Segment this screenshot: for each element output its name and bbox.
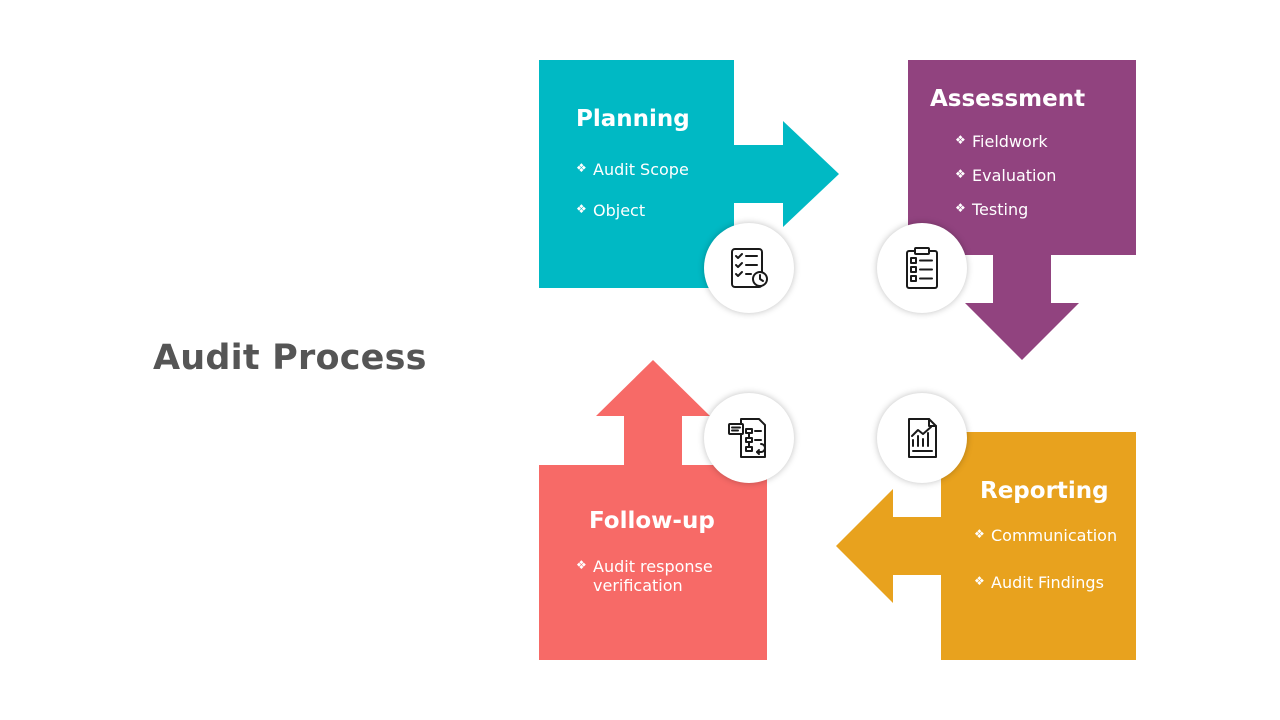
- list-item: ❖Testing: [955, 200, 1029, 219]
- clipboard-checklist-icon: [906, 247, 938, 289]
- list-item: ❖Audit response: [576, 557, 713, 576]
- planning-list: ❖Audit Scope ❖Object: [576, 160, 689, 220]
- bullet-icon: ❖: [974, 574, 985, 588]
- reporting-arrow-shape: [836, 432, 1136, 660]
- list-item: ❖Communication: [974, 526, 1118, 545]
- reporting-icon-circle: [877, 393, 967, 483]
- assessment-arrow-shape: [908, 60, 1136, 360]
- bullet-icon: ❖: [955, 133, 966, 147]
- assessment-title: Assessment: [930, 86, 1086, 112]
- list-item-continuation: verification: [593, 576, 683, 595]
- followup-arrow-shape: [539, 360, 767, 660]
- planning-arrow-shape: [539, 60, 839, 288]
- bullet-icon: ❖: [955, 201, 966, 215]
- checklist-clock-icon: [731, 248, 768, 288]
- list-item: ❖Object: [576, 201, 646, 220]
- planning-icon-circle: [704, 223, 794, 313]
- followup-list: ❖Audit response verification: [576, 557, 713, 595]
- bullet-icon: ❖: [576, 558, 587, 572]
- reporting-list: ❖Communication ❖Audit Findings: [974, 526, 1117, 592]
- flowchart-document-icon: [728, 418, 766, 458]
- list-item: ❖Fieldwork: [955, 132, 1048, 151]
- list-item: ❖Audit Scope: [576, 160, 689, 179]
- bullet-icon: ❖: [955, 167, 966, 181]
- report-chart-icon: [908, 418, 937, 458]
- slide-title: Audit Process: [153, 338, 427, 378]
- assessment-icon-circle: [877, 223, 967, 313]
- list-item: ❖Audit Findings: [974, 573, 1104, 592]
- bullet-icon: ❖: [974, 527, 985, 541]
- planning-title: Planning: [576, 106, 690, 132]
- bullet-icon: ❖: [576, 202, 587, 216]
- bullet-icon: ❖: [576, 161, 587, 175]
- followup-title: Follow-up: [589, 508, 715, 534]
- followup-icon-circle: [704, 393, 794, 483]
- reporting-title: Reporting: [980, 478, 1109, 504]
- assessment-list: ❖Fieldwork ❖Evaluation ❖Testing: [955, 132, 1056, 219]
- list-item: ❖Evaluation: [955, 166, 1057, 185]
